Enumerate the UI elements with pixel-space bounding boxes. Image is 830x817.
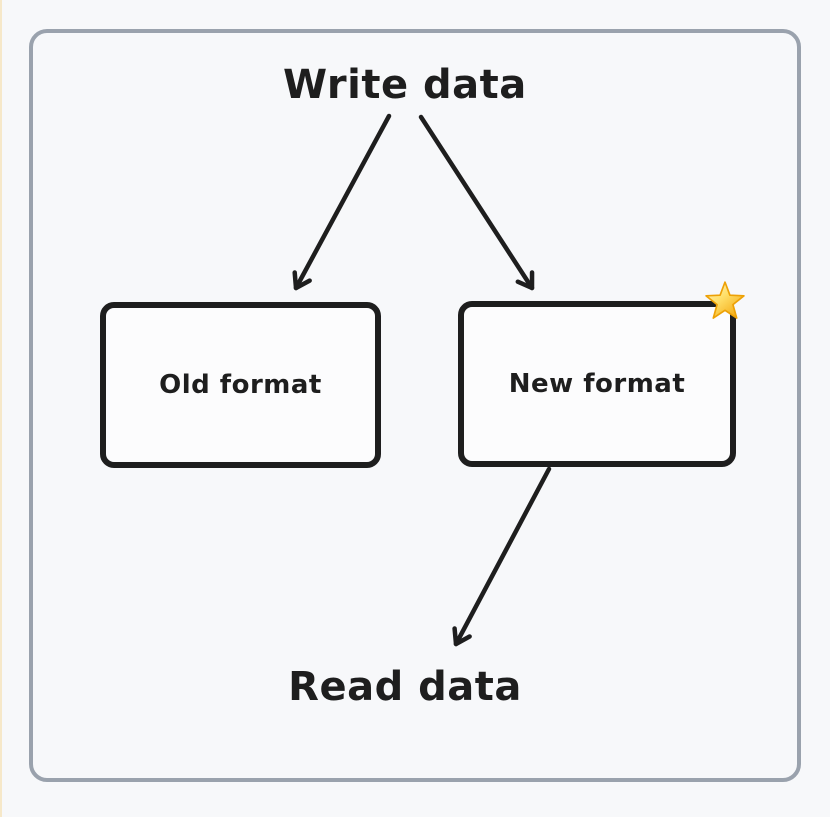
new-format-label: New format — [508, 369, 686, 399]
new-format-node: New format — [458, 301, 736, 467]
old-format-label: Old format — [159, 370, 322, 400]
star-icon — [705, 281, 745, 319]
left-edge-strip — [0, 0, 2, 817]
write-data-label: Write data — [283, 62, 527, 108]
diagram-frame — [29, 29, 801, 782]
old-format-node: Old format — [100, 302, 381, 468]
read-data-label: Read data — [288, 664, 522, 710]
